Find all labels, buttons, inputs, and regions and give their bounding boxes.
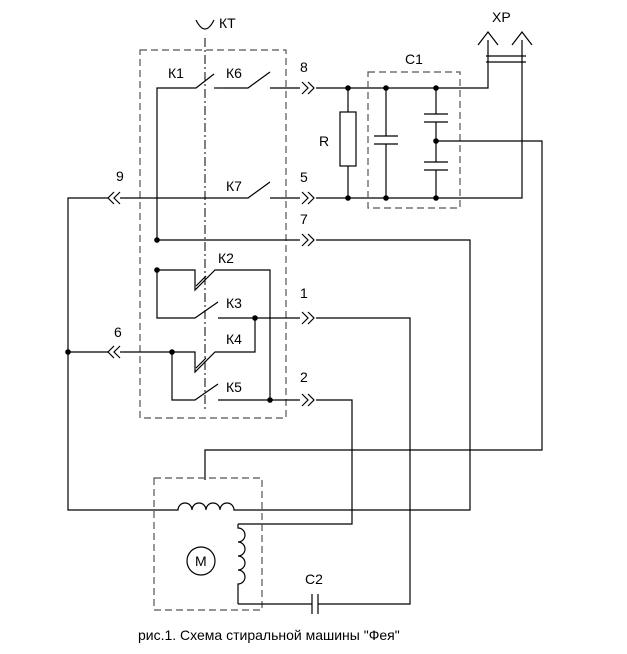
k1-contact [156,73,215,240]
k6-contact [224,71,271,89]
k2-contact [157,269,271,398]
terminal-2-label: 2 [300,369,308,385]
wire-7-out [238,239,471,511]
k5-contact [171,352,219,401]
k1-label: К1 [168,65,184,81]
k3-contact [156,270,219,319]
terminal-8: 8 [300,59,315,95]
k4-contact [172,318,256,374]
motor-symbol [186,546,216,576]
terminal-9-label: 9 [116,168,124,184]
terminal-8-label: 8 [300,59,308,75]
c1-left-cap [374,88,398,198]
motor-enclosure [153,477,263,611]
c1-enclosure [367,71,461,209]
junction [267,397,273,403]
k3-label: К3 [226,295,242,311]
wire-2-out [238,399,353,525]
c2-wire [238,594,326,614]
wire-1-out [316,317,411,605]
junction [154,237,160,243]
terminal-1-label: 1 [300,285,308,301]
timer-label: КТ [219,15,236,31]
k7-label: К7 [226,178,242,194]
terminal-7: 7 [300,211,315,247]
plug-label: ХР [492,9,511,25]
c1-label: С1 [405,51,423,67]
terminal-5-label: 5 [300,169,308,185]
timer-symbol [195,19,215,30]
motor-label: М [195,553,207,569]
k5-label: К5 [226,379,242,395]
terminal-7-label: 7 [300,211,308,227]
resistor [339,111,357,167]
terminal-2: 2 [300,369,315,407]
terminal-6: 6 [107,324,122,359]
c2-label: С2 [305,571,323,587]
k7-contact [120,181,271,199]
k2-slash [195,275,207,287]
motor-winding-vertical [237,524,246,604]
plug: ХР [477,9,533,63]
terminal-6-label: 6 [114,324,122,340]
figure-caption: рис.1. Схема стиральной машины "Фея" [138,627,400,643]
junction [65,349,71,355]
k4-label: К4 [226,331,242,347]
k4-slash [195,357,207,369]
terminal-5: 5 [300,169,315,205]
k2-label: К2 [218,250,234,266]
k6-label: К6 [226,65,242,81]
wire-9-out [67,197,173,511]
motor-winding-horizontal [173,502,238,511]
wire-8-bus [316,40,489,89]
resistor-label: R [319,133,329,149]
terminal-1: 1 [300,285,315,325]
timer-enclosure [139,49,287,419]
c1-mid-wire [204,140,543,480]
